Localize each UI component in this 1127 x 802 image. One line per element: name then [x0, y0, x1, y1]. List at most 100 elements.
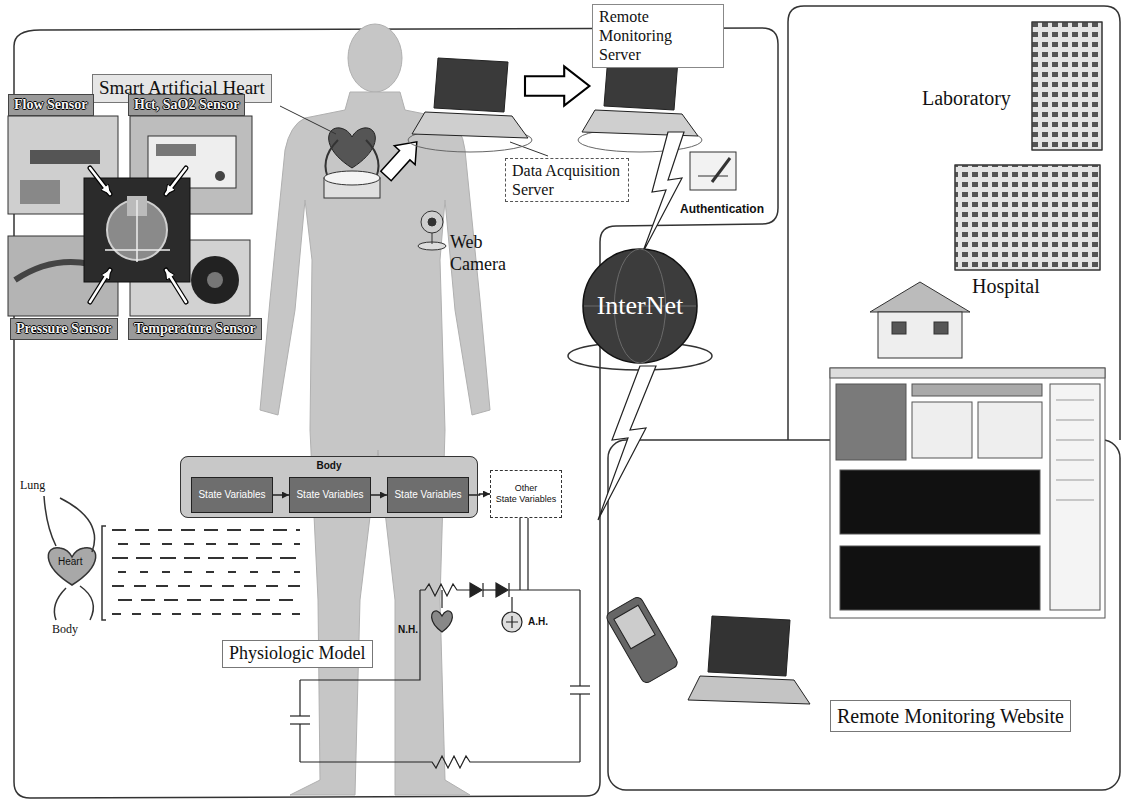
equation-matrix	[102, 526, 300, 620]
section-title: Remote Monitoring Website	[830, 700, 1071, 732]
sensor-arrow	[166, 168, 186, 194]
building-icon	[955, 165, 1100, 270]
circuit-label: N.H.	[398, 624, 418, 636]
website-screenshot	[840, 470, 1040, 534]
sensor-arrow	[166, 168, 186, 194]
flow-arrow	[376, 132, 428, 185]
device-label: Web Camera	[450, 232, 522, 275]
client-device	[614, 605, 655, 648]
website-screenshot	[1050, 384, 1100, 610]
node-text: Remote Monitoring Server	[599, 7, 717, 65]
circuit-wire	[496, 583, 508, 597]
client-device	[688, 676, 810, 704]
device-label: Authentication	[680, 202, 764, 216]
node-text: Data Acquisition Server	[512, 161, 622, 199]
flow-connector	[469, 494, 490, 495]
server-label: Data Acquisition Server	[505, 158, 629, 202]
circulation-loop	[60, 498, 95, 552]
node-text: Physiologic Model	[229, 643, 366, 665]
sensor-photo	[105, 200, 170, 262]
equation-matrix	[112, 557, 300, 559]
circuit-wire	[290, 723, 310, 724]
web-camera-icon	[418, 211, 446, 250]
authentication-icon	[690, 152, 736, 190]
client-device	[605, 595, 810, 704]
compartment-group: BodyState VariablesState VariablesState …	[180, 456, 478, 518]
circuit-wire	[441, 590, 442, 608]
organ-label: Body	[52, 622, 78, 636]
organ-label: Heart	[58, 556, 82, 568]
node-text: Body	[181, 457, 477, 473]
circuit-wire	[511, 597, 512, 612]
other-box: OtherState Variables	[490, 470, 562, 518]
building-icon	[892, 322, 906, 334]
network-link	[598, 366, 656, 520]
human-silhouette	[348, 24, 402, 92]
equation-matrix	[118, 571, 300, 573]
node-text: State Variables	[296, 489, 363, 501]
building-icon	[870, 282, 970, 312]
node-text: State Variables	[496, 494, 556, 505]
sensor-label: Pressure Sensor	[10, 318, 118, 340]
building-icon	[878, 312, 962, 358]
circuit-wire	[527, 516, 528, 590]
sensor-photo	[20, 180, 60, 204]
laptop-icon	[412, 112, 528, 138]
authentication-icon	[690, 152, 736, 190]
flow-connector	[273, 494, 289, 496]
building-icon	[934, 322, 948, 334]
place-label: Hospital	[972, 274, 1040, 298]
sensor-arrow	[90, 168, 186, 302]
website-screenshot	[840, 546, 1040, 610]
circuit-label: A.H.	[528, 616, 548, 628]
web-camera-icon	[421, 211, 443, 233]
human-silhouette	[260, 92, 490, 795]
circuit-wire	[570, 685, 590, 686]
circuit-wire	[506, 616, 518, 628]
circulation-loop	[54, 588, 66, 620]
circulation-loop	[80, 586, 93, 620]
sensor-label: Temperature Sensor	[128, 318, 262, 340]
state-box: State Variables	[191, 477, 273, 513]
building-icon	[955, 165, 1100, 270]
website-screenshot	[830, 368, 1105, 618]
sensor-photo	[84, 178, 190, 282]
sensor-arrow	[90, 270, 110, 302]
human-silhouette	[260, 24, 490, 795]
laptop-icon	[434, 58, 508, 112]
equation-matrix	[102, 526, 106, 620]
organ-label: Lung	[20, 478, 45, 492]
panel-outline	[14, 28, 778, 798]
circuit-wire	[470, 583, 482, 597]
website-screenshot	[830, 368, 1105, 618]
circuit-wire	[579, 694, 580, 762]
sensor-photo	[191, 256, 239, 304]
state-box: State Variables	[289, 477, 371, 513]
website-screenshot	[836, 384, 906, 460]
building-icon	[1032, 22, 1102, 150]
sensor-arrow	[166, 270, 186, 302]
website-screenshot	[978, 402, 1042, 458]
client-device	[605, 595, 680, 684]
circuit-wire	[300, 756, 580, 768]
building-icon	[870, 22, 1102, 358]
panel-outline	[788, 6, 1120, 440]
node-text: State Variables	[198, 489, 265, 501]
sensor-arrow	[90, 168, 110, 194]
node-text: Hct, SaO2 Sensor	[134, 96, 239, 114]
node-text: Remote Monitoring Website	[837, 704, 1064, 728]
sensor-photo	[30, 150, 100, 164]
web-camera-icon	[432, 232, 433, 244]
equation-matrix	[112, 613, 300, 615]
sensor-arrow	[166, 270, 186, 302]
equation-matrix	[112, 585, 300, 587]
node-text: InterNet	[597, 292, 684, 321]
node-text: Flow Sensor	[14, 96, 88, 114]
node-text: Pressure Sensor	[16, 320, 112, 338]
equation-matrix	[118, 543, 300, 545]
website-screenshot	[912, 384, 1042, 396]
web-camera-icon	[428, 218, 436, 226]
sensor-arrow	[90, 168, 110, 194]
